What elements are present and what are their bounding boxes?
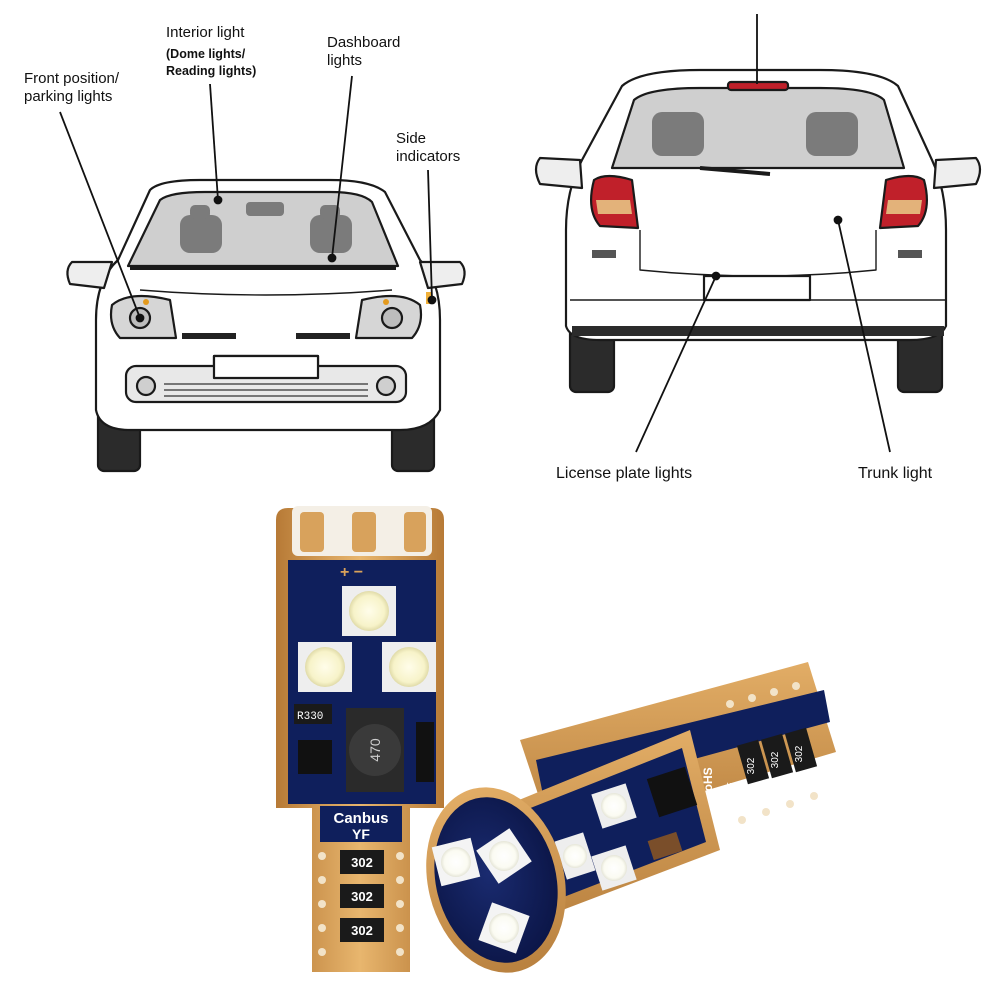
label-side-indicators-line1: Side [396,130,427,147]
front-right-mirror [418,260,466,290]
label-interior-sub-line2: Reading lights) [166,64,257,78]
led-bulb-angled: 302 302 302 RoHS CE [426,662,836,973]
label-interior-sub: (Dome lights/ Reading lights) [166,46,256,80]
contact-pads [318,852,404,956]
front-leader-lines [59,75,437,323]
rear-leader-lines [635,14,891,453]
label-side-indicators: Side indicators [396,130,460,166]
label-dashboard-line1: Dashboard [327,34,401,51]
label-dashboard: Dashboard lights [327,34,400,70]
label-side-indicators-line2: indicators [396,148,461,165]
brand-line2: YF [352,826,370,842]
resistor-302: 302 [351,923,373,938]
front-car [66,178,466,473]
angled-contact-pads [726,682,818,824]
brand-line1: Canbus [333,810,388,827]
front-seats [180,202,352,253]
label-front-position: Front position/ parking lights [24,70,119,106]
label-interior-light: Interior light [166,24,245,41]
inductor-marking: 470 [367,738,383,762]
resistor-302: 302 [351,855,373,870]
rear-seats [652,112,858,156]
resistor-marking: R330 [297,711,323,723]
side-resistor-302: 302 [746,757,757,774]
front-lower-grille [164,383,368,397]
rear-license-plate [702,274,812,302]
label-dashboard-line2: lights [327,52,363,69]
front-left-mirror [66,260,114,290]
polarity-marking: + − [340,564,363,581]
label-license-plate: License plate lights [556,465,693,482]
third-brake-light [726,80,790,92]
side-resistor-302: 302 [770,751,781,768]
label-interior-sub-line1: (Dome lights/ [166,47,246,61]
label-trunk-light: Trunk light [858,465,933,482]
label-front-position-line2: parking lights [24,88,113,105]
side-resistor-302: 302 [794,745,805,762]
rear-car [534,68,982,394]
led-bulb-front: + − R330 470 Canbus YF 302 302 302 [276,506,444,972]
ce-marking: CE [726,782,737,796]
label-front-position-line1: Front position/ [24,70,120,87]
resistor-302: 302 [351,889,373,904]
